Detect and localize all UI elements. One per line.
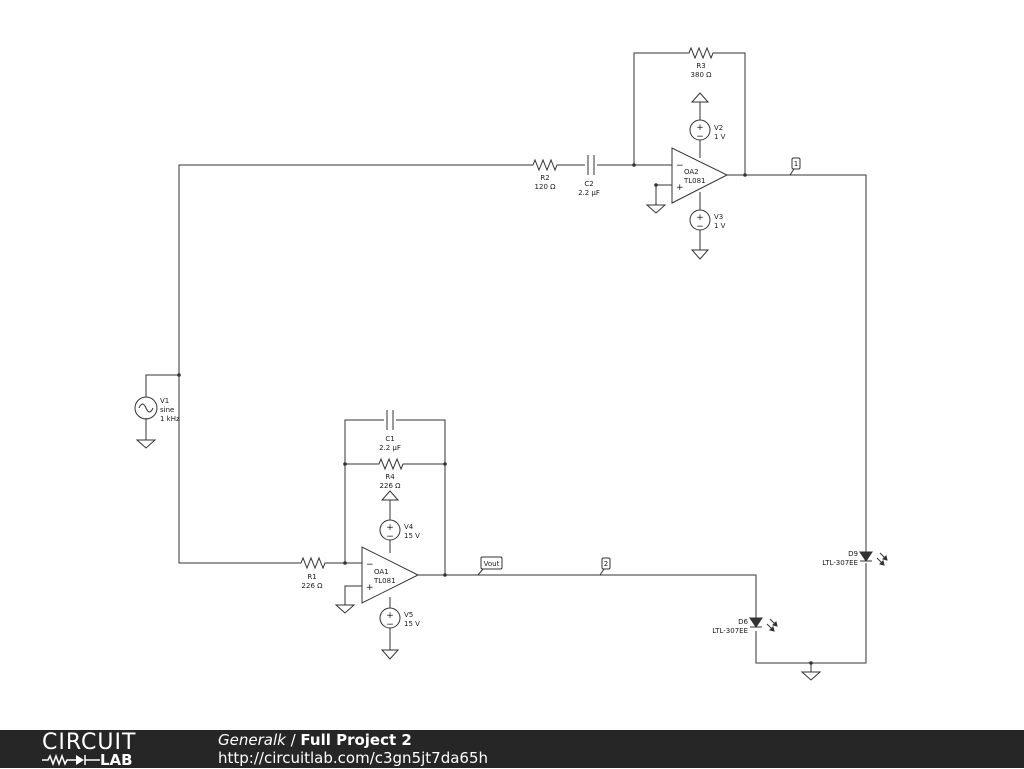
v4-plus: + [386,523,394,533]
c2-ref: C2 [584,180,593,188]
project-title: Full Project 2 [300,731,412,749]
resistor-r1[interactable]: R1 226 Ω [298,556,328,590]
ground-icons [135,204,822,681]
r3-value: 380 Ω [691,71,713,79]
circuitlab-logo[interactable]: CIRCUIT LAB [42,730,176,769]
c1-ref: C1 [385,435,394,443]
v4-minus: − [386,532,394,542]
v5-minus: − [386,620,394,630]
net-label-vout[interactable]: Vout [477,556,503,576]
resistor-r3[interactable]: R3 380 Ω [686,46,716,79]
resistor-r4[interactable]: R4 226 Ω [376,457,406,490]
oa1-minus-symbol: − [366,560,374,570]
author-link[interactable]: Generalk [218,731,286,749]
dc-source-v5[interactable]: + − V5 15 V [379,607,420,630]
ground-icon [645,204,667,214]
r2-value: 120 Ω [535,183,557,191]
v5-plus: + [386,611,394,621]
junctions [177,163,813,665]
capacitor-c2[interactable]: C2 2.2 µF [578,155,600,197]
d6-ref: D6 [738,618,748,626]
oa1-part: TL081 [373,577,396,585]
led-d9[interactable]: D9 LTL-307EE [822,550,888,567]
dc-source-v3[interactable]: + − V3 1 V [689,209,726,232]
v2-value: 1 V [714,133,726,141]
r2-ref: R2 [540,174,549,182]
supply-up-icon [690,92,710,103]
oa1-plus-symbol: + [366,583,374,593]
circuit-schematic: R2 120 Ω R3 380 Ω R1 226 Ω R4 226 Ω C2 2… [134,46,888,681]
oa1-ref: OA1 [374,568,389,576]
v4-ref: V4 [404,523,414,531]
oa2-minus-symbol: − [676,161,684,171]
dc-source-v2[interactable]: + − V2 1 V [689,119,726,142]
v3-value: 1 V [714,222,726,230]
net-label-1-text: 1 [794,160,798,168]
resistor-diode-icon [42,753,100,767]
d9-ref: D9 [848,550,858,558]
footer-bar: CIRCUIT LAB Generalk / Full Project 2 ht… [0,730,1024,768]
supply-down-icon [690,249,710,260]
v3-plus: + [696,213,704,223]
r1-ref: R1 [307,573,316,581]
v1-freq: 1 kHz [160,415,180,423]
capacitor-c1[interactable]: C1 2.2 µF [379,410,401,452]
v1-ref: V1 [160,397,169,405]
oa2-plus-symbol: + [676,183,684,193]
r1-value: 226 Ω [302,582,324,590]
supply-up-icon [380,490,400,501]
v2-minus: − [696,132,704,142]
v3-minus: − [696,222,704,232]
d9-part: LTL-307EE [822,559,858,567]
v2-plus: + [696,123,704,133]
d6-part: LTL-307EE [712,627,748,635]
oa2-ref: OA2 [684,168,699,176]
net-label-2[interactable]: 2 [599,557,611,576]
r4-value: 226 Ω [380,482,402,490]
oa2-part: TL081 [683,177,706,185]
r4-ref: R4 [385,473,395,481]
project-title-line: Generalk / Full Project 2 [218,731,412,749]
logo-text-bottom: LAB [100,751,133,769]
ground-icon [800,671,822,681]
ground-icon [135,439,157,449]
resistor-r2[interactable]: R2 120 Ω [530,158,560,191]
supply-arrow-icons [380,92,710,660]
r3-ref: R3 [696,62,705,70]
sine-source-v1[interactable]: V1 sine 1 kHz [134,396,180,423]
c2-value: 2.2 µF [578,189,600,197]
led-d6[interactable]: D6 LTL-307EE [712,617,778,635]
supply-down-icon [380,649,400,660]
net-label-2-text: 2 [604,560,608,568]
v5-ref: V5 [404,611,413,619]
title-separator: / [285,731,301,749]
wires [145,52,867,672]
ground-icon [334,604,356,614]
v4-value: 15 V [404,532,420,540]
opamp-oa2[interactable]: − + OA2 TL081 [671,147,729,204]
dc-source-v4[interactable]: + − V4 15 V [379,519,420,542]
c1-value: 2.2 µF [379,444,401,452]
light-emission-icon [766,618,778,632]
v1-type: sine [160,406,174,414]
project-url-link[interactable]: http://circuitlab.com/c3gn5jt7da65h [218,749,489,767]
v2-ref: V2 [714,124,723,132]
net-label-1[interactable]: 1 [789,157,801,176]
logo-text-top: CIRCUIT [42,730,137,755]
v3-ref: V3 [714,213,723,221]
light-emission-icon [876,552,888,566]
v5-value: 15 V [404,620,420,628]
opamp-oa1[interactable]: − + OA1 TL081 [361,546,420,604]
net-label-vout-text: Vout [484,560,500,568]
